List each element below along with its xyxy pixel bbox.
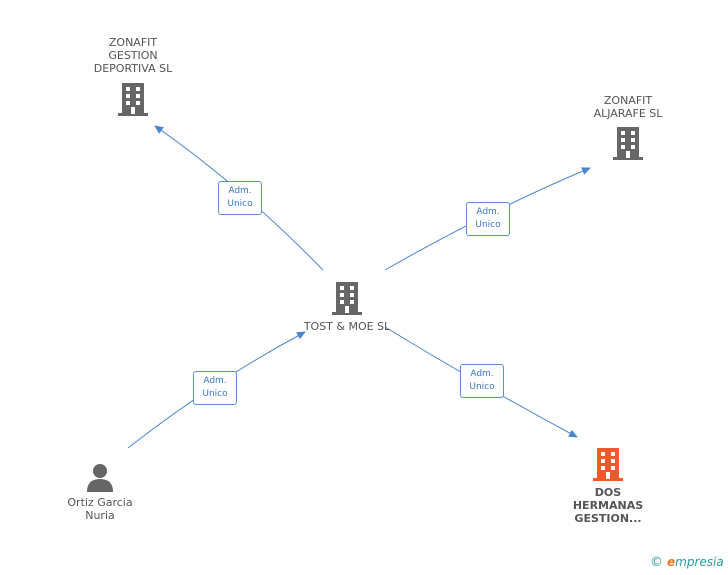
node-label: ZONAFIT GESTION DEPORTIVA SL — [93, 36, 173, 75]
node-label: Ortiz Garcia Nuria — [67, 496, 133, 522]
node-dos-hermanas[interactable]: DOS HERMANAS GESTION... — [558, 446, 658, 525]
node-zonafit-gestion[interactable]: ZONAFIT GESTION DEPORTIVA SL — [78, 36, 188, 117]
node-zonafit-aljarafe[interactable]: ZONAFIT ALJARAFE SL — [578, 94, 678, 161]
brand-logo[interactable]: © empresia — [650, 555, 724, 570]
node-tost-moe[interactable]: TOST & MOE SL — [290, 280, 404, 333]
node-person[interactable]: Ortiz Garcia Nuria — [50, 462, 150, 522]
node-label: ZONAFIT ALJARAFE SL — [593, 94, 663, 120]
building-icon — [613, 127, 643, 160]
brand-name: mpresia — [675, 555, 724, 569]
edge-label-badge[interactable]: Adm. Unico — [466, 202, 510, 236]
edge-label-badge[interactable]: Adm. Unico — [193, 371, 237, 405]
building-icon — [118, 83, 148, 116]
node-label: DOS HERMANAS GESTION... — [572, 486, 644, 525]
building-icon — [593, 448, 623, 481]
person-icon — [87, 464, 113, 492]
building-icon — [332, 282, 362, 315]
edge-label-badge[interactable]: Adm. Unico — [460, 364, 504, 398]
edge-label-badge[interactable]: Adm. Unico — [218, 181, 262, 215]
node-label: TOST & MOE SL — [303, 320, 391, 333]
brand-e: e — [667, 555, 676, 569]
copyright-icon: © — [650, 555, 663, 570]
